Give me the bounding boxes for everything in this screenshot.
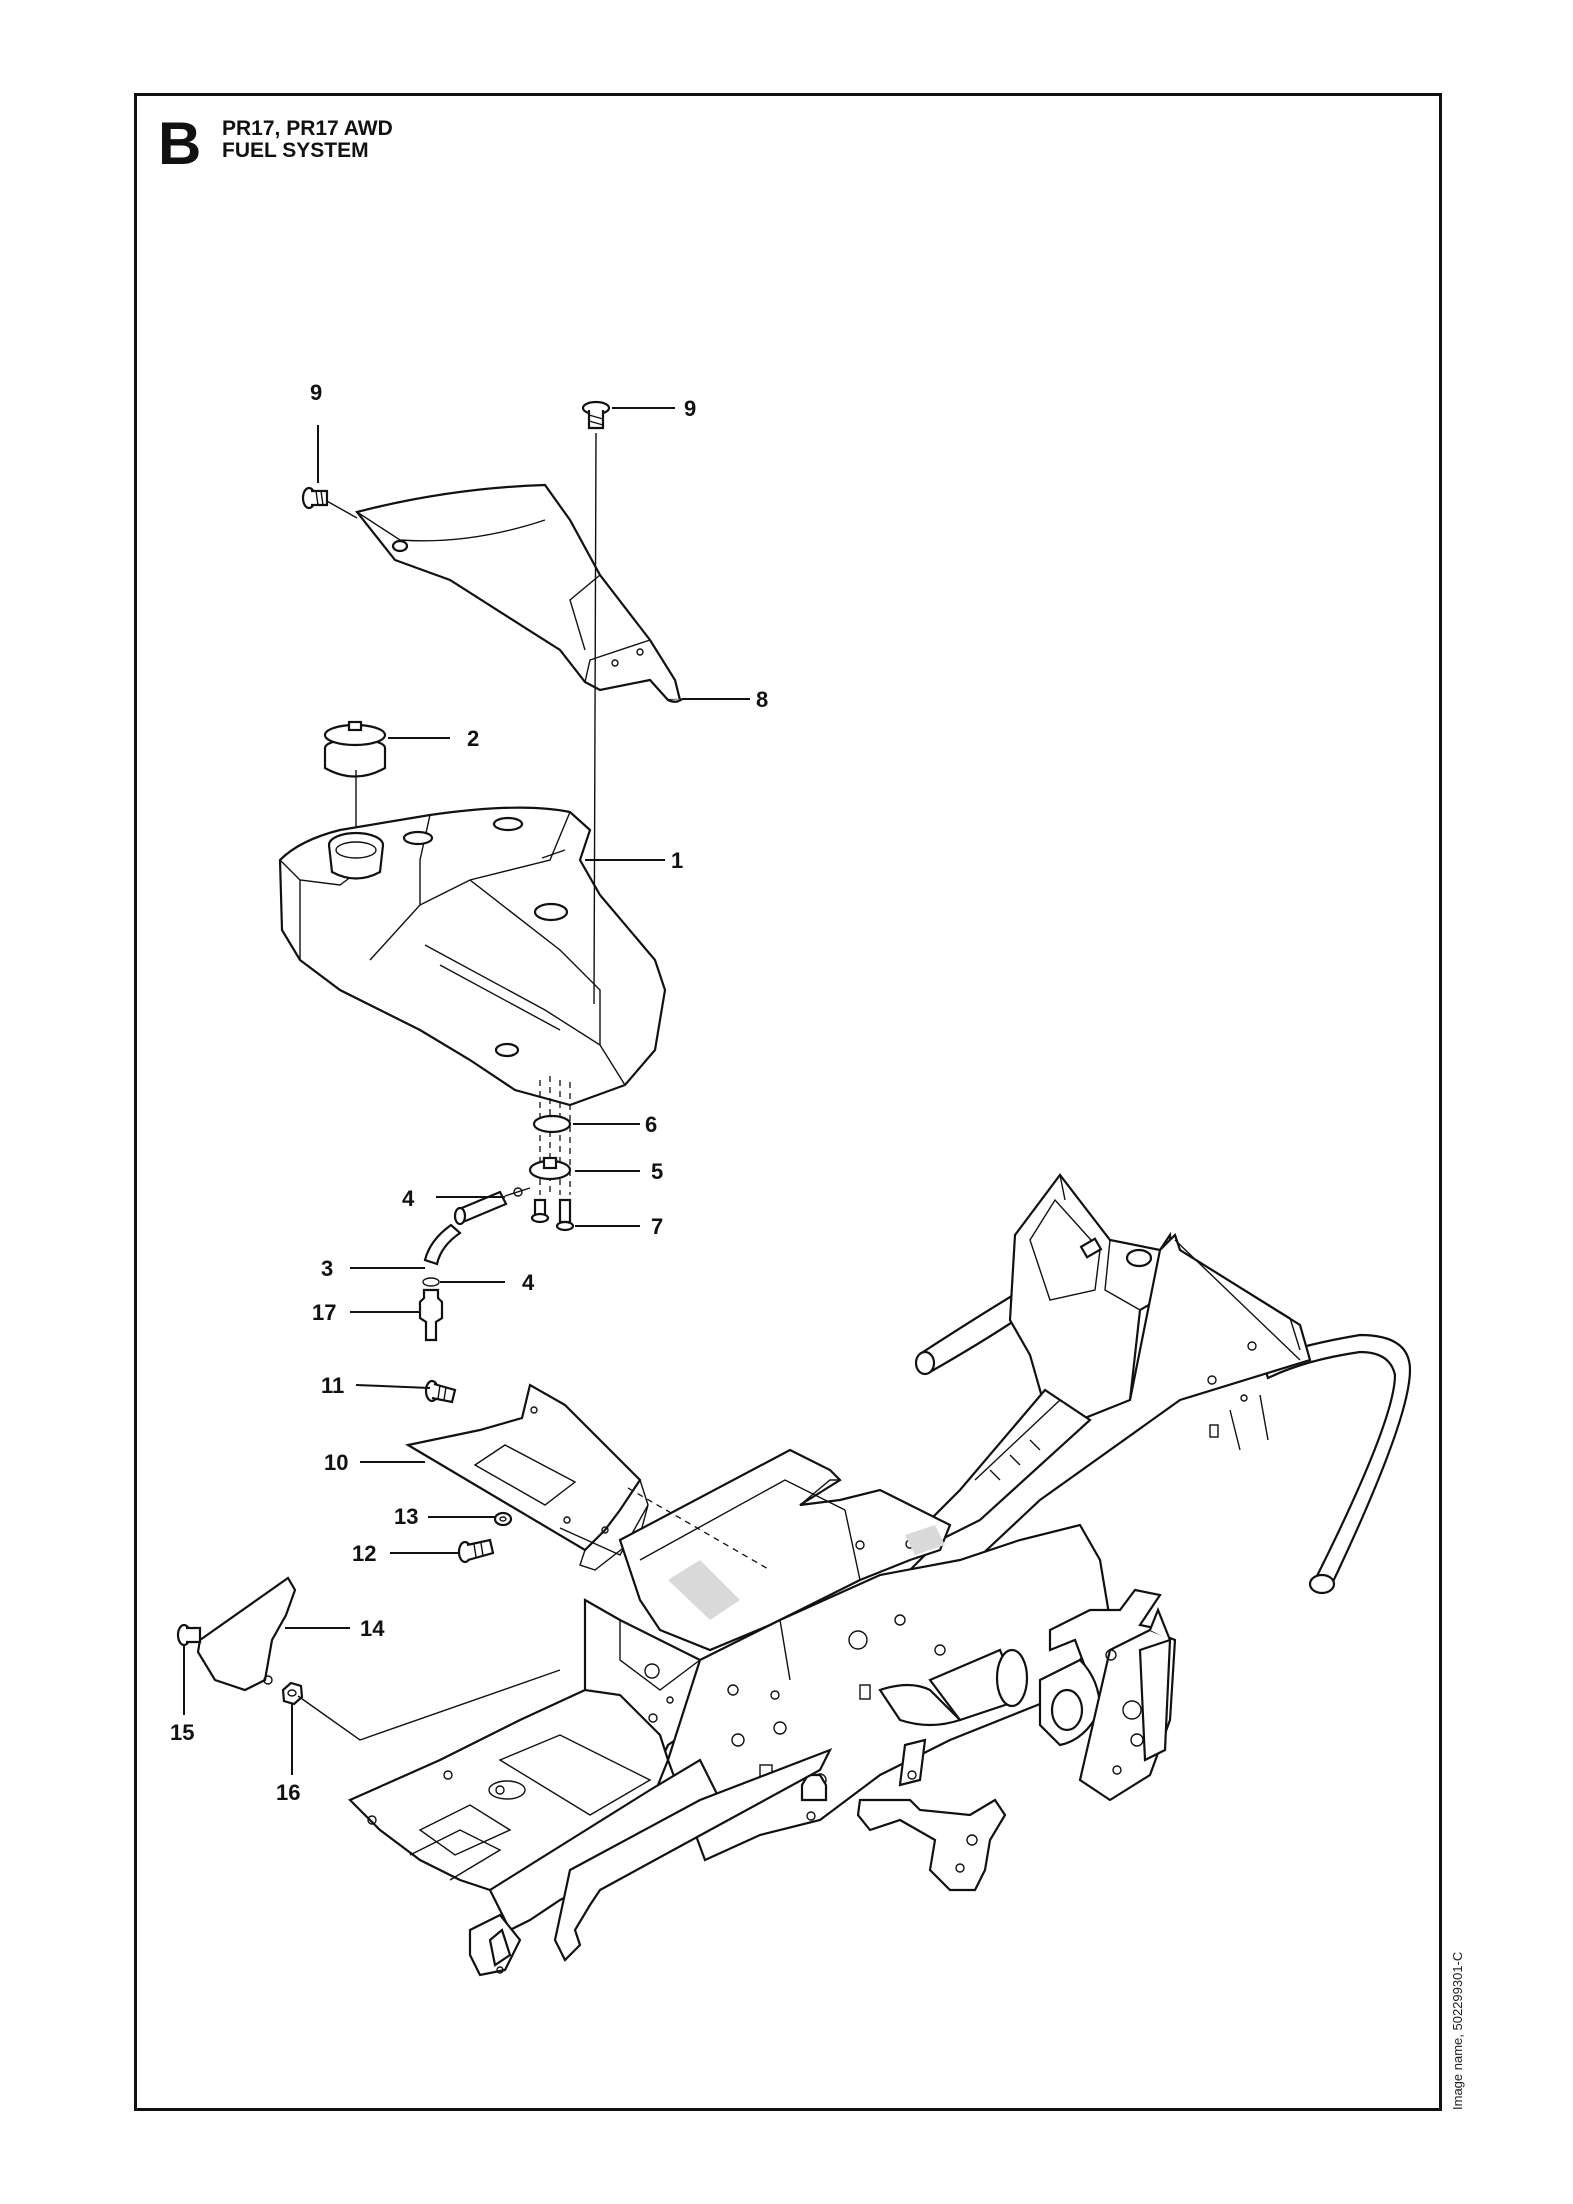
image-name: Image name, 502299301-C bbox=[1450, 1951, 1465, 2110]
screw-9-left bbox=[301, 486, 329, 510]
fuel-cap bbox=[323, 720, 387, 778]
callout-16: 16 bbox=[276, 1780, 300, 1805]
fuel-outlet-assembly bbox=[418, 1076, 575, 1342]
nut-16 bbox=[281, 1681, 304, 1706]
tank-shield bbox=[355, 483, 683, 703]
mounting-plate-10 bbox=[405, 1383, 649, 1571]
fuel-tank bbox=[278, 806, 667, 1107]
screw-15 bbox=[176, 1623, 202, 1647]
handle-assembly-line bbox=[1174, 1239, 1301, 1361]
callout-6: 6 bbox=[645, 1112, 657, 1137]
callout-7: 7 bbox=[651, 1214, 663, 1239]
callout-8: 8 bbox=[756, 687, 768, 712]
screw-11 bbox=[424, 1379, 457, 1404]
callout-14: 14 bbox=[360, 1616, 385, 1641]
callout-12: 12 bbox=[352, 1541, 376, 1566]
callout-17: 17 bbox=[312, 1300, 336, 1325]
callout-3: 3 bbox=[321, 1256, 333, 1281]
screw-9-upper bbox=[581, 400, 611, 430]
washer-13 bbox=[493, 1511, 513, 1527]
title-block: PR17, PR17 AWD FUEL SYSTEM bbox=[222, 118, 393, 162]
plate-assembly-line bbox=[627, 1487, 771, 1571]
chassis-frame bbox=[348, 1173, 1412, 1977]
callout-11: 11 bbox=[321, 1373, 344, 1398]
model-line: PR17, PR17 AWD bbox=[222, 117, 393, 140]
leader-lines bbox=[183, 407, 750, 1775]
callout-4-lower: 4 bbox=[522, 1270, 535, 1295]
callout-5: 5 bbox=[651, 1159, 663, 1184]
callout-10: 10 bbox=[324, 1450, 348, 1475]
screw-assembly-line bbox=[593, 432, 597, 1005]
callout-9-right: 9 bbox=[684, 396, 696, 421]
mounting-plate-14 bbox=[196, 1576, 297, 1692]
callout-13: 13 bbox=[394, 1504, 418, 1529]
screw-12 bbox=[457, 1538, 495, 1564]
section-letter: B bbox=[158, 110, 202, 177]
plate14-assembly-line bbox=[297, 1669, 561, 1741]
callout-2: 2 bbox=[467, 726, 479, 751]
screw-assembly-line bbox=[324, 499, 358, 519]
callout-labels: 9 9 8 2 1 6 5 7 4 3 4 17 11 10 13 12 14 … bbox=[170, 380, 768, 1805]
callout-15: 15 bbox=[170, 1720, 194, 1745]
diagram-frame bbox=[134, 93, 1442, 2111]
section-title: FUEL SYSTEM bbox=[222, 139, 369, 162]
callout-9-left: 9 bbox=[310, 380, 322, 405]
callout-1: 1 bbox=[671, 848, 683, 873]
callout-4-upper: 4 bbox=[402, 1186, 415, 1211]
